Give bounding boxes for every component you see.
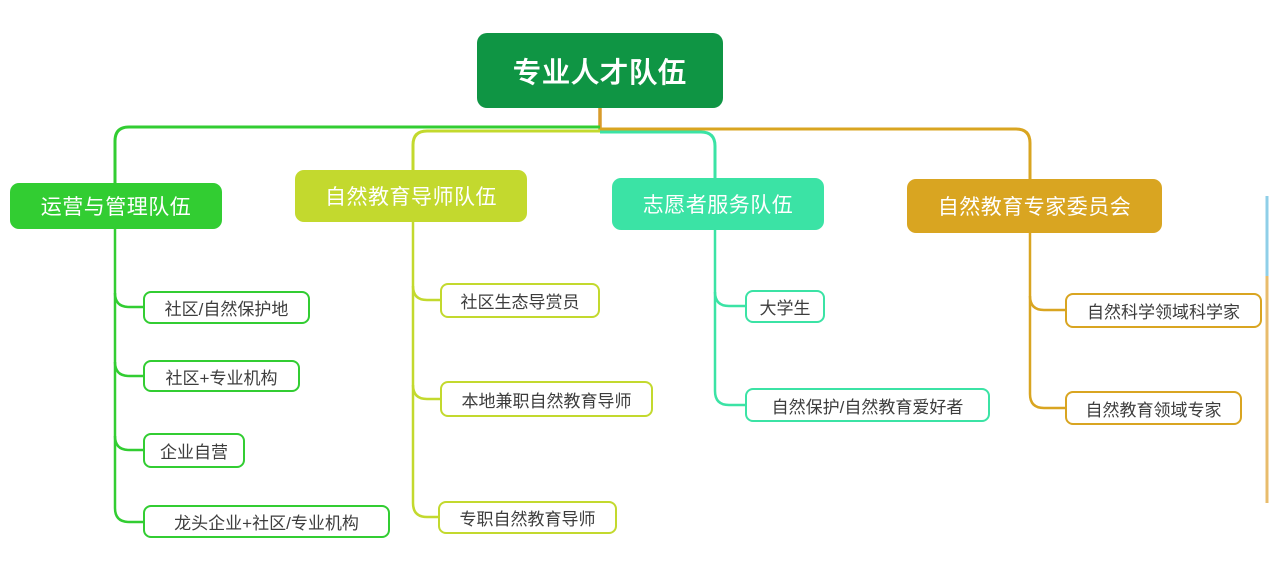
- child-node-parttime-mentor[interactable]: 本地兼职自然教育导师: [440, 381, 653, 417]
- connector-mentors-child-1: [411, 285, 440, 302]
- child-node-label: 龙头企业+社区/专业机构: [174, 514, 359, 533]
- branch-node-experts[interactable]: 自然教育专家委员会: [907, 179, 1162, 233]
- connector-operations-child-2: [113, 361, 143, 378]
- connector-branch-experts: [600, 127, 1032, 180]
- child-node-nature-enthusiasts[interactable]: 自然保护/自然教育爱好者: [745, 388, 990, 422]
- root-node[interactable]: 专业人才队伍: [477, 33, 723, 108]
- child-node-label: 专职自然教育导师: [459, 510, 596, 529]
- connector-branch-volunteers: [600, 130, 717, 179]
- child-node-leading-enterprise[interactable]: 龙头企业+社区/专业机构: [143, 505, 390, 538]
- child-node-label: 自然保护/自然教育爱好者: [771, 397, 964, 417]
- connector-operations-child-3: [113, 435, 143, 452]
- branch-node-volunteers[interactable]: 志愿者服务队伍: [612, 178, 824, 230]
- branch-node-operations[interactable]: 运营与管理队伍: [10, 183, 222, 229]
- child-node-label: 社区+专业机构: [165, 368, 278, 388]
- child-node-label: 本地兼职自然教育导师: [461, 391, 632, 411]
- child-node-enterprise-owned[interactable]: 企业自营: [143, 433, 245, 468]
- branch-node-mentors[interactable]: 自然教育导师队伍: [295, 170, 527, 222]
- branch-node-label: 志愿者服务队伍: [642, 194, 794, 217]
- child-node-education-experts[interactable]: 自然教育领域专家: [1065, 391, 1242, 425]
- child-node-label: 自然教育领域专家: [1085, 400, 1222, 420]
- child-node-community-professional[interactable]: 社区+专业机构: [143, 360, 300, 392]
- child-node-community-reserve[interactable]: 社区/自然保护地: [143, 291, 310, 324]
- root-node-label: 专业人才队伍: [512, 56, 687, 88]
- connector-experts-trunk: [1028, 233, 1065, 410]
- child-node-label: 社区/自然保护地: [164, 300, 289, 319]
- branch-node-label: 自然教育导师队伍: [325, 186, 497, 209]
- connector-mentors-trunk: [411, 222, 438, 519]
- child-node-label: 大学生: [759, 299, 811, 318]
- child-node-label: 自然科学领域科学家: [1087, 303, 1240, 322]
- child-node-eco-guide[interactable]: 社区生态导赏员: [440, 283, 600, 318]
- connector-operations-child-1: [113, 292, 143, 309]
- child-node-fulltime-mentor[interactable]: 专职自然教育导师: [438, 501, 617, 534]
- child-node-label: 企业自营: [160, 443, 228, 462]
- child-node-college-students[interactable]: 大学生: [745, 290, 825, 323]
- connector-experts-child-1: [1028, 295, 1065, 312]
- child-node-label: 社区生态导赏员: [460, 293, 580, 312]
- connector-mentors-child-2: [411, 384, 440, 401]
- connector-volunteers-trunk: [713, 230, 745, 407]
- branch-node-label: 自然教育专家委员会: [937, 196, 1132, 219]
- child-node-natural-scientists[interactable]: 自然科学领域科学家: [1065, 293, 1262, 328]
- connector-volunteers-child-1: [713, 291, 745, 308]
- branch-node-label: 运营与管理队伍: [40, 196, 192, 219]
- connector-branch-mentors: [411, 129, 600, 171]
- connector-operations-trunk: [113, 229, 143, 524]
